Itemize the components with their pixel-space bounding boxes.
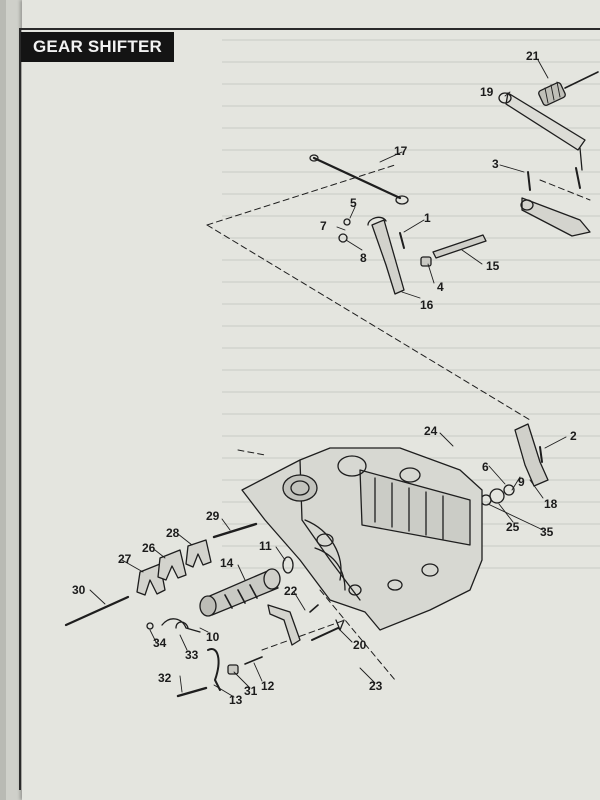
callout-23: 23 bbox=[369, 679, 383, 693]
callout-8: 8 bbox=[360, 251, 367, 265]
callout-29: 29 bbox=[206, 509, 220, 523]
callout-15: 15 bbox=[486, 259, 500, 273]
callout-7: 7 bbox=[320, 219, 327, 233]
pawl-lever bbox=[176, 648, 263, 698]
callout-17: 17 bbox=[394, 144, 408, 158]
callout-2: 2 bbox=[570, 429, 577, 443]
callout-1: 1 bbox=[424, 211, 431, 225]
callout-28: 28 bbox=[166, 526, 180, 540]
callout-12: 12 bbox=[261, 679, 275, 693]
callout-34: 34 bbox=[153, 636, 167, 650]
callout-26: 26 bbox=[142, 541, 156, 555]
callout-16: 16 bbox=[420, 298, 434, 312]
callout-31: 31 bbox=[244, 684, 258, 698]
callout-21: 21 bbox=[526, 49, 540, 63]
snap-ring bbox=[282, 556, 294, 574]
transmission-case bbox=[241, 447, 483, 631]
callout-13: 13 bbox=[229, 693, 243, 707]
callout-18: 18 bbox=[544, 497, 558, 511]
callout-3: 3 bbox=[492, 157, 499, 171]
callout-5: 5 bbox=[350, 196, 357, 210]
shift-pawl bbox=[267, 604, 345, 646]
callout-19: 19 bbox=[480, 85, 494, 99]
callout-9: 9 bbox=[518, 475, 525, 489]
callout-20: 20 bbox=[353, 638, 367, 652]
callout-27: 27 bbox=[118, 552, 132, 566]
callout-14: 14 bbox=[220, 556, 234, 570]
callout-25: 25 bbox=[506, 520, 520, 534]
shift-arm bbox=[338, 216, 405, 295]
shift-drum bbox=[199, 568, 281, 617]
upper-shift-lever bbox=[498, 71, 599, 171]
detent-assembly bbox=[146, 618, 201, 633]
pin-29 bbox=[212, 522, 258, 539]
callout-labels: 17 21 19 3 5 7 8 1 4 15 16 2 24 6 9 18 2… bbox=[72, 49, 577, 707]
manual-page bbox=[22, 0, 600, 800]
callout-4: 4 bbox=[437, 280, 444, 294]
figure-frame bbox=[19, 28, 600, 790]
callout-22: 22 bbox=[284, 584, 298, 598]
page-title: GEAR SHIFTER bbox=[21, 32, 174, 62]
lower-shift-lever bbox=[480, 423, 549, 506]
right-lever bbox=[520, 167, 591, 237]
callout-33: 33 bbox=[185, 648, 199, 662]
shift-shaft bbox=[420, 234, 487, 267]
callout-10: 10 bbox=[206, 630, 220, 644]
shaft-30 bbox=[64, 595, 130, 627]
callout-30: 30 bbox=[72, 583, 86, 597]
callout-35: 35 bbox=[540, 525, 554, 539]
shift-rod bbox=[309, 154, 409, 205]
callout-32: 32 bbox=[158, 671, 172, 685]
callout-24: 24 bbox=[424, 424, 438, 438]
callout-11: 11 bbox=[259, 539, 272, 553]
callout-6: 6 bbox=[482, 460, 489, 474]
